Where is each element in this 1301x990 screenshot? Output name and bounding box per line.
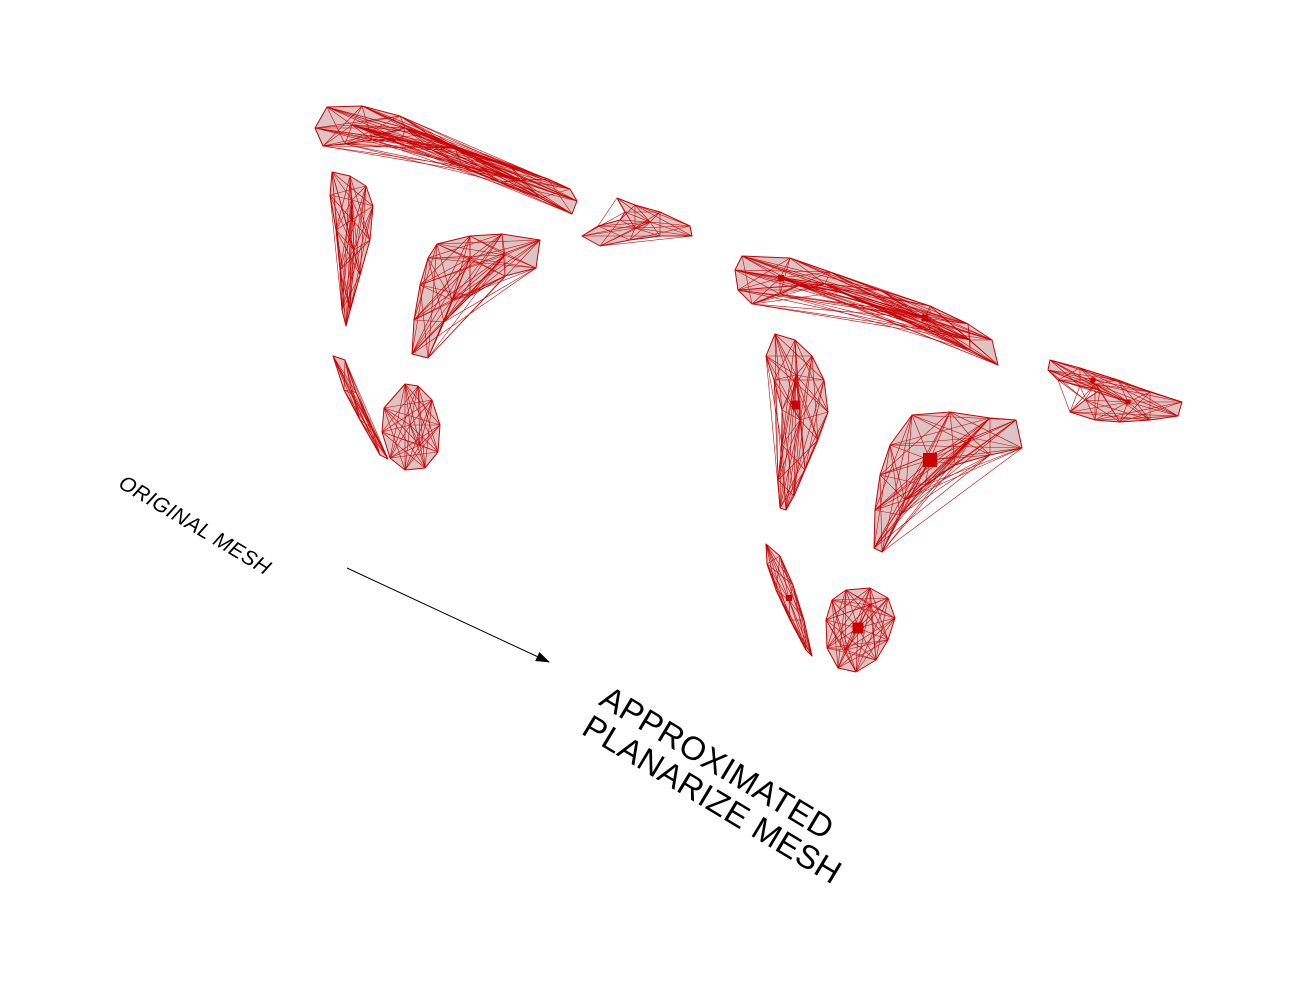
o-tail-wireframe <box>581 197 693 247</box>
o-leftcurve-wireframe <box>329 171 374 327</box>
a-top-dense-node <box>921 314 929 322</box>
original-fan-panel <box>411 233 541 359</box>
approximated-mesh-group <box>734 255 1183 673</box>
a-fan-dense-node <box>923 453 937 467</box>
a-top-dense-node <box>778 275 784 281</box>
a-tail-dense-node <box>1125 399 1131 405</box>
a-tail-wireframe <box>1047 359 1183 423</box>
original-round-panel <box>381 383 441 471</box>
o-tail-outline <box>581 197 693 247</box>
original-sliver-panel <box>332 355 389 460</box>
original-left-curve-panel <box>329 171 374 327</box>
a-tail-dense-node <box>1090 377 1096 383</box>
a-sliver-wireframe <box>765 543 813 657</box>
approx-fan-panel <box>873 411 1023 553</box>
original-tail-panel <box>581 197 693 247</box>
approx-sliver-panel <box>765 543 813 657</box>
approx-left-curve-panel <box>765 333 829 511</box>
approx-top-panel <box>734 255 999 366</box>
a-sliver-dense-node <box>786 595 792 601</box>
o-round-wireframe <box>381 383 441 471</box>
a-top-wireframe <box>734 255 999 366</box>
a-tail-outline <box>1047 359 1183 423</box>
a-leftcurve-dense-node <box>791 400 801 410</box>
original-top-panel <box>314 105 578 215</box>
arrow-right-icon <box>346 567 550 663</box>
o-fan-wireframe <box>411 233 541 359</box>
a-fan-wireframe <box>873 411 1023 553</box>
approx-round-panel <box>825 587 896 673</box>
a-round-dense-node <box>852 622 864 634</box>
a-leftcurve-wireframe <box>765 333 829 511</box>
o-sliver-wireframe <box>332 355 389 460</box>
approx-tail-panel <box>1047 359 1183 423</box>
a-round-wireframe <box>825 587 896 673</box>
original-mesh-group <box>314 105 693 471</box>
o-top-wireframe <box>314 105 578 215</box>
o-fan-outline <box>411 233 541 359</box>
